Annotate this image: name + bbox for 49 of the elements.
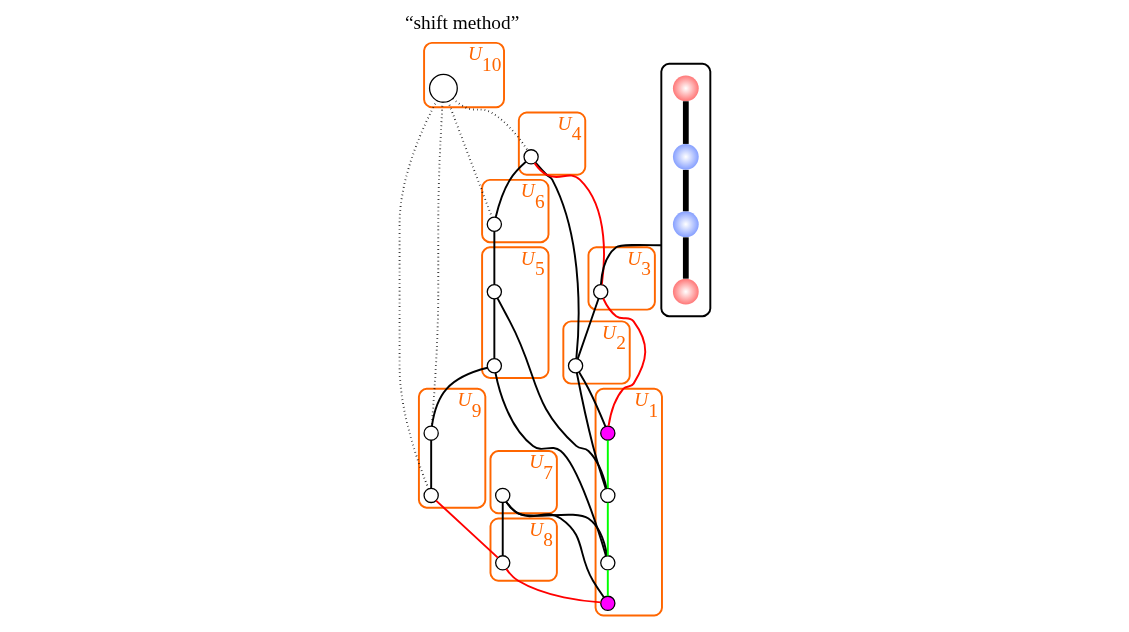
connector [492,230,495,286]
node-circle [599,425,616,441]
connector [434,499,499,559]
connector [493,371,607,557]
connector [575,371,607,490]
node-circle [672,75,699,102]
diagram-title: “shift method” [404,12,519,34]
node-circle [486,357,502,374]
connector [534,161,580,360]
node-circle [599,487,616,504]
connector [577,371,606,428]
node-circle [599,555,616,571]
connector [682,101,689,144]
connector [606,439,609,490]
connector [533,162,605,286]
connector [576,297,600,360]
node-circle [592,283,608,300]
node-circle [672,211,699,238]
connector [494,160,527,218]
connector [682,237,689,279]
connector [504,500,605,599]
connector [430,366,488,428]
connector [682,169,689,212]
connector [606,569,609,598]
connector [599,243,662,286]
connector [601,297,646,427]
connector [398,99,438,490]
connector [492,297,495,360]
node-circle [422,425,439,441]
node-circle [567,357,583,374]
connector [504,568,602,604]
connector [446,100,493,219]
connector [606,501,609,557]
node-circle [672,278,699,305]
node-circle [522,149,539,165]
connector [501,501,504,557]
connector [451,97,529,152]
node-circle [672,143,699,170]
node-circle [422,487,439,504]
node-circle [486,283,502,300]
node-circle [486,216,502,232]
node-circle [428,73,458,103]
cluster [659,62,711,318]
node-circle [494,555,510,571]
connector [495,297,607,490]
connector [504,500,608,557]
node-circle [494,487,510,504]
node-circle [599,595,616,612]
connector [429,439,432,490]
